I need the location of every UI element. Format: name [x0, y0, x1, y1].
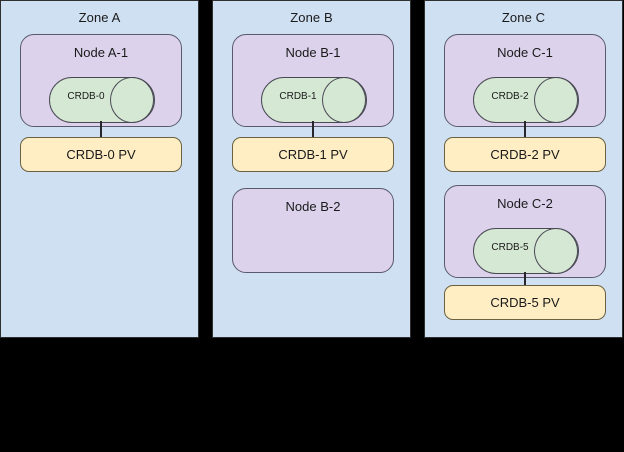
node-b-1: Node B-1 CRDB-1 [232, 34, 394, 127]
database-crdb-1: CRDB-1 [261, 77, 367, 123]
pv-crdb-5: CRDB-5 PV [444, 285, 606, 320]
node-c-2-title: Node C-2 [497, 196, 553, 211]
zone-a: Zone A Node A-1 CRDB-0 CRDB-0 PV [0, 0, 199, 338]
database-crdb-2: CRDB-2 [473, 77, 579, 123]
pv-crdb-0: CRDB-0 PV [20, 137, 182, 172]
node-c-1: Node C-1 CRDB-2 [444, 34, 606, 127]
pv-crdb-2-label: CRDB-2 PV [490, 147, 560, 162]
db-cap-icon [110, 77, 154, 123]
database-crdb-5: CRDB-5 [473, 228, 579, 274]
node-b-2: Node B-2 [232, 188, 394, 273]
node-b-1-title: Node B-1 [285, 45, 341, 60]
zone-b-title: Zone B [290, 10, 333, 25]
db-cap-icon [534, 77, 578, 123]
database-crdb-2-label: CRDB-2 [491, 91, 529, 102]
database-crdb-0: CRDB-0 [49, 77, 155, 123]
node-c-1-title: Node C-1 [497, 45, 553, 60]
connector-node-c-2-to-crdb-5-pv [524, 272, 526, 288]
connector-node-a-1-to-crdb-0-pv [100, 121, 102, 139]
node-a-1-title: Node A-1 [73, 45, 129, 60]
pv-crdb-5-label: CRDB-5 PV [490, 295, 560, 310]
node-b-2-title: Node B-2 [285, 199, 341, 214]
db-cap-icon [322, 77, 366, 123]
pv-crdb-2: CRDB-2 PV [444, 137, 606, 172]
database-crdb-1-label: CRDB-1 [279, 91, 317, 102]
connector-node-b-1-to-crdb-1-pv [312, 121, 314, 139]
pv-crdb-1: CRDB-1 PV [232, 137, 394, 172]
zone-a-title: Zone A [78, 10, 121, 25]
node-c-2: Node C-2 CRDB-5 [444, 185, 606, 278]
connector-node-c-1-to-crdb-2-pv [524, 121, 526, 139]
pv-crdb-1-label: CRDB-1 PV [278, 147, 348, 162]
zone-c: Zone C Node C-1 CRDB-2 CRDB-2 PV Node C-… [424, 0, 623, 338]
zone-b: Zone B Node B-1 CRDB-1 CRDB-1 PV Node B-… [212, 0, 411, 338]
zone-c-title: Zone C [501, 10, 546, 25]
database-crdb-0-label: CRDB-0 [67, 91, 105, 102]
node-a-1: Node A-1 CRDB-0 [20, 34, 182, 127]
pv-crdb-0-label: CRDB-0 PV [66, 147, 136, 162]
database-crdb-5-label: CRDB-5 [491, 242, 529, 253]
db-cap-icon [534, 228, 578, 274]
